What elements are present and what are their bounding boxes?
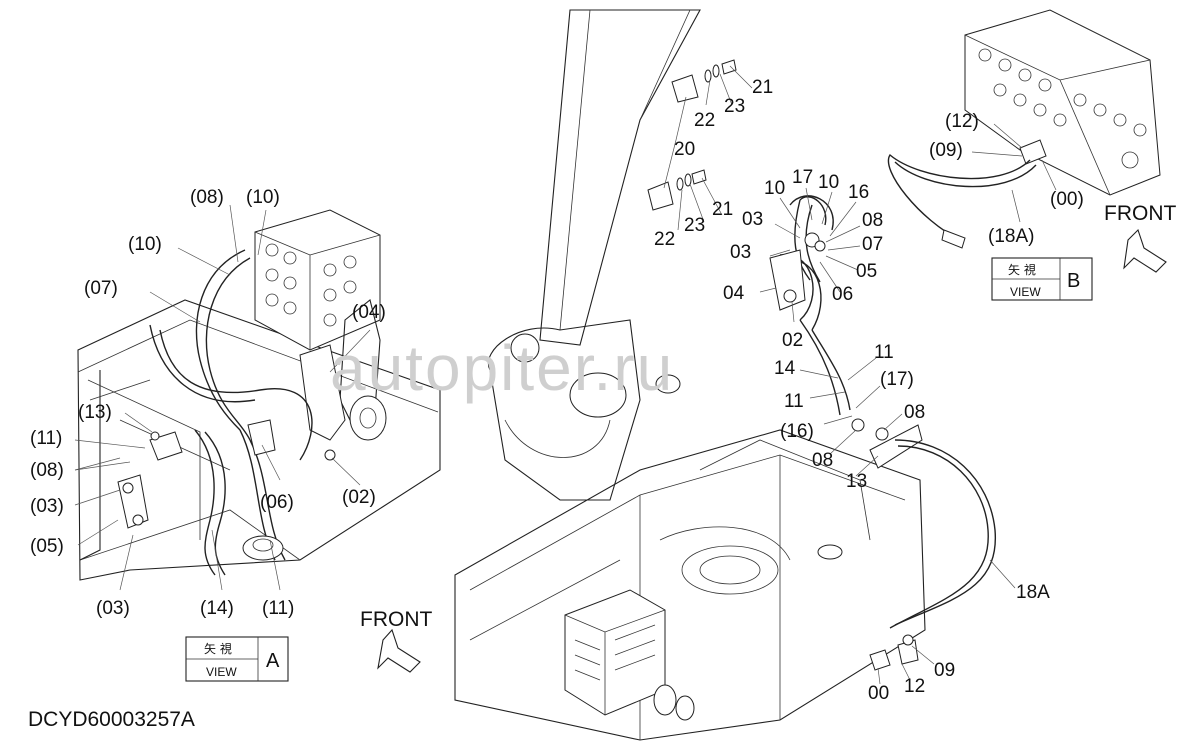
callout-11-left: (11) (30, 428, 62, 449)
callout-08-top: (08) (190, 187, 224, 208)
callout-11-bottom: (11) (262, 598, 294, 619)
front-label-right: FRONT (1104, 202, 1176, 225)
callout-08-center-a: 08 (862, 210, 883, 231)
callout-02-left: (02) (342, 487, 376, 508)
callout-07: (07) (84, 278, 118, 299)
view-b-word: VIEW (1010, 285, 1041, 299)
callout-09-center: 09 (934, 660, 955, 681)
callout-16-paren: (16) (780, 421, 814, 442)
callout-08-left: (08) (30, 460, 64, 481)
callout-18A-center: 18A (1016, 582, 1050, 603)
view-box-b: 矢 視 VIEW B (991, 257, 1093, 301)
callout-20: 20 (674, 139, 695, 160)
callout-08-center-b: 08 (904, 402, 925, 423)
callout-00-right: (00) (1050, 189, 1084, 210)
control-valve-right (964, 9, 1161, 196)
watermark: autopiter.ru (330, 332, 674, 404)
callout-09-right: (09) (929, 140, 963, 161)
callout-03-center-a: 03 (742, 209, 763, 230)
callout-18A-right: (18A) (988, 226, 1034, 247)
callout-07-center: 07 (862, 234, 883, 255)
callout-11-center-a: 11 (874, 342, 894, 363)
callout-02-center: 02 (782, 330, 803, 351)
callout-12-right: (12) (945, 111, 979, 132)
view-b-cjk: 矢 視 (1008, 262, 1036, 277)
callout-03-bottom: (03) (96, 598, 130, 619)
callout-21-top: 21 (752, 77, 773, 98)
view-a-letter: A (266, 650, 280, 672)
callout-17-center: 17 (792, 167, 813, 188)
right-detail-view (887, 9, 1161, 249)
callout-05: (05) (30, 536, 64, 557)
callout-06: (06) (260, 492, 294, 513)
callout-21-mid: 21 (712, 199, 733, 220)
callout-14-center: 14 (774, 358, 796, 379)
front-arrow-left-icon (377, 628, 421, 673)
callout-03-center-b: 03 (730, 242, 751, 263)
callout-10-top: (10) (246, 187, 280, 208)
bolt-group-lower (647, 169, 707, 211)
view-a-cjk: 矢 視 (204, 641, 232, 656)
callout-06-center: 06 (832, 284, 853, 305)
callout-00-center: 00 (868, 683, 889, 704)
callout-04: (04) (352, 302, 386, 323)
control-valve-center (564, 589, 666, 716)
bolt-group-upper (671, 59, 737, 103)
callout-22-top: 22 (694, 110, 715, 131)
callout-13-center: 13 (846, 471, 867, 492)
callout-13: (13) (78, 402, 112, 423)
control-valve-left (254, 209, 381, 351)
callout-11-center-b: 11 (784, 391, 804, 412)
callout-14-left: (14) (200, 598, 234, 619)
callout-17-paren: (17) (880, 369, 914, 390)
callout-23-mid: 23 (684, 215, 705, 236)
callout-05-center: 05 (856, 261, 877, 282)
callout-23-top: 23 (724, 96, 745, 117)
callout-04-center: 04 (723, 283, 745, 304)
view-box-a: 矢 視 VIEW A (185, 636, 289, 682)
center-machine-view (454, 9, 1016, 741)
view-a-word: VIEW (206, 665, 237, 679)
callout-12-center: 12 (904, 676, 925, 697)
callout-03-left: (03) (30, 496, 64, 517)
front-label-left: FRONT (360, 608, 432, 631)
left-detail-view (74, 204, 441, 591)
view-b-letter: B (1067, 270, 1080, 292)
callout-10-center-b: 10 (818, 172, 839, 193)
drawing-code: DCYD60003257A (28, 708, 195, 731)
callout-16-center: 16 (848, 182, 869, 203)
callout-10-center-a: 10 (764, 178, 785, 199)
callout-08-center-c: 08 (812, 450, 833, 471)
callout-10-left: (10) (128, 234, 162, 255)
callout-22-mid: 22 (654, 229, 675, 250)
front-arrow-right-icon (1123, 228, 1167, 273)
